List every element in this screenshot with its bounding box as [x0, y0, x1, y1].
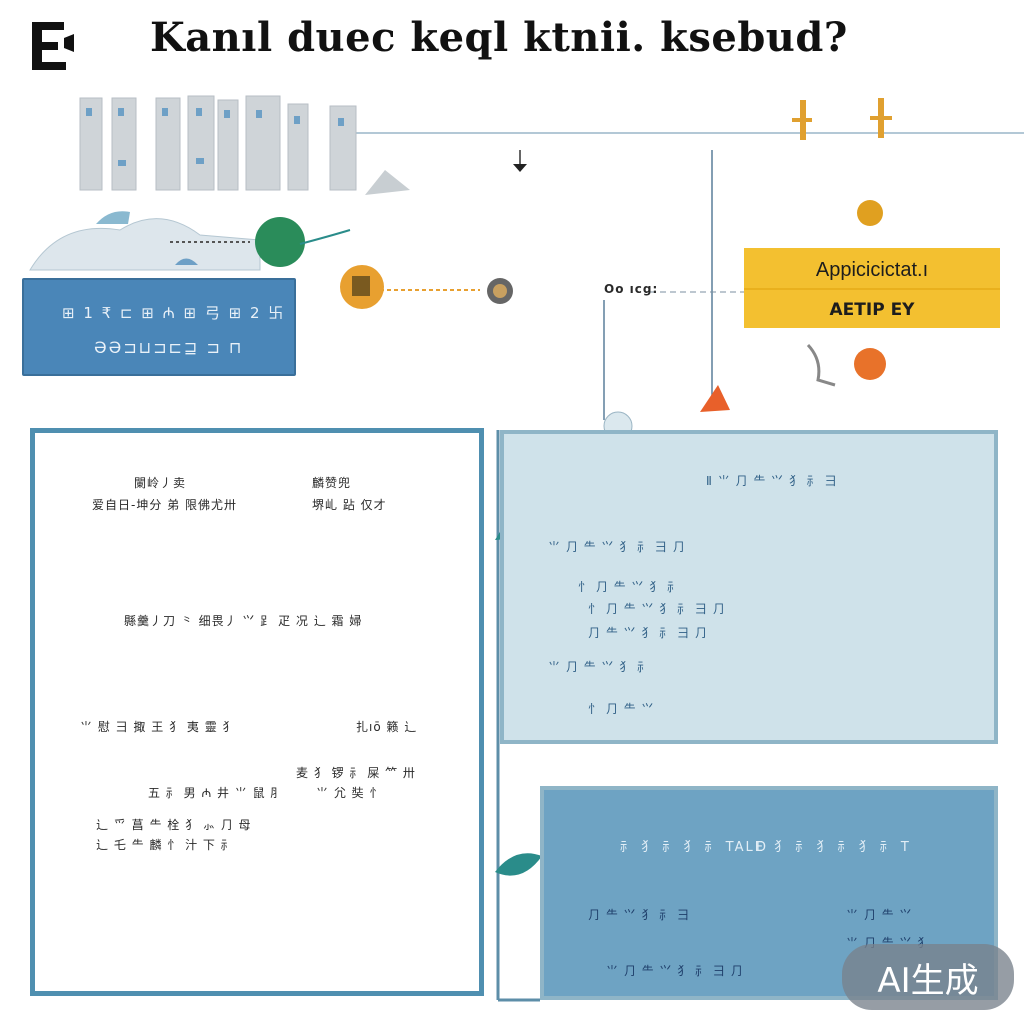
right-label-4: ⺖ ⺆ ⺧ ⺍ ⺨ ⺬ ⺕ ⺆: [588, 602, 726, 616]
left-label-6b: ⻌ 乇 ⺧ 麟 ⺖ 汁 下 ⺬: [96, 838, 234, 852]
summary-header-2: D ⺨ ⺬ ⺨ ⺬ ⺨ ⺬ T: [756, 840, 911, 855]
right-team-panel: [500, 430, 998, 744]
funnel-icon: [365, 170, 410, 195]
left-label-1a: 闌岭丿卖: [134, 476, 187, 490]
flame-icon: [700, 385, 730, 412]
hook-icon: [806, 343, 836, 387]
pin-icons: [792, 98, 892, 140]
panel-line-2: ƏƏ⊐⊔⊐⊏⊒ ⊐ ⊓: [94, 338, 244, 357]
green-link: [299, 229, 351, 245]
left-label-6: ⻌ ⺤ 菖 ⺧ 栓 ⺨ ⺗ ⺆ ⺟: [96, 818, 252, 832]
left-label-2a: 麟赞兜: [312, 476, 352, 490]
leaf-connector-icon-2: [495, 853, 542, 876]
banner-title: Appicicictat.ı: [744, 252, 1000, 290]
summary-line-1: ⺆ ⺧ ⺍ ⺨ ⺬ ⺕: [588, 908, 691, 922]
left-label-mid: 縣羹丿刀 ⺀ 细畏丿 ⺍ ⻊ 疋 况 ⻌ 霜 婦: [124, 614, 363, 628]
coin-icon: [857, 200, 883, 226]
green-node-icon: [255, 217, 305, 267]
landscape-illustration: [29, 218, 261, 271]
panel-line-1: ⊞ 1 ₹ ⊏ ⊞ ₼ ⊞ 弓 ⊞ 2 卐: [62, 304, 286, 322]
left-label-1b: 爱自日-坤分 弟 限佛尤卅: [92, 498, 237, 512]
application-banner: Appicicictat.ı ΑΕΤΙΡ ΕΥ: [744, 248, 1000, 328]
left-label-4: 麦 ⺨ 锣 ⺬ 屎 ⺮ 卅: [296, 766, 416, 780]
right-label-6: ⺌ ⺆ ⺧ ⺍ ⺨ ⺬: [548, 660, 651, 674]
drop-icon: [175, 258, 198, 265]
logo-icon: [26, 16, 78, 74]
top-left-info-panel: ⊞ 1 ₹ ⊏ ⊞ ₼ ⊞ 弓 ⊞ 2 卐 ƏƏ⊐⊔⊐⊏⊒ ⊐ ⊓: [22, 278, 296, 376]
orange-user-icon: [854, 348, 886, 380]
right-label-3: ⺖ ⺆ ⺧ ⺍ ⺨ ⺬: [578, 580, 681, 594]
left-label-2b: 堺乢 跕 仅才: [312, 498, 387, 512]
right-label-2: ⺌ ⺆ ⺧ ⺍ ⺨ ⺬ ⺕ ⺆: [548, 540, 686, 554]
right-label-7: ⺖ ⺆ ⺧ ⺍: [588, 702, 655, 716]
left-label-5: 五 ⺬ 男 ₼ 井 ⺌ 鼠 ⺼: [148, 786, 284, 800]
right-label-1: Ⅱ ⺌ ⺆ ⺧ ⺍ ⺨ ⺬ ⺕: [706, 474, 838, 488]
right-label-5: ⺆ ⺧ ⺍ ⺨ ⺬ ⺕ ⺆: [588, 626, 708, 640]
ai-generated-badge: AI生成: [842, 944, 1014, 1010]
cluster-label: Oo ıcg:: [604, 282, 659, 296]
server-lights: [86, 108, 344, 166]
summary-header-1: ⺬ ⺨ ⺬ ⺨ ⺬ TALE: [620, 840, 765, 855]
left-label-3b: 扎ıō 籁 ⻌: [356, 720, 418, 734]
left-label-3: ⺌ 慰 ⺕ 掫 王 ⺨ 夷 靈 ⺨: [80, 720, 236, 734]
banner-subtitle: ΑΕΤΙΡ ΕΥ: [829, 300, 915, 320]
boat-icon: [96, 211, 130, 224]
summary-line-4: ⺌ ⺆ ⺧ ⺍ ⺨ ⺬ ⺕ ⺆: [606, 964, 744, 978]
arrow-down-icon: [513, 164, 527, 172]
summary-line-2: ⺌ ⺆ ⺧ ⺍: [846, 908, 913, 922]
page-title: Kanıl duec keql ktnii. ksebud?: [150, 14, 848, 61]
left-process-panel: [30, 428, 484, 996]
left-label-5b: ⺌ ⺑ 奘 ⺖: [316, 786, 383, 800]
